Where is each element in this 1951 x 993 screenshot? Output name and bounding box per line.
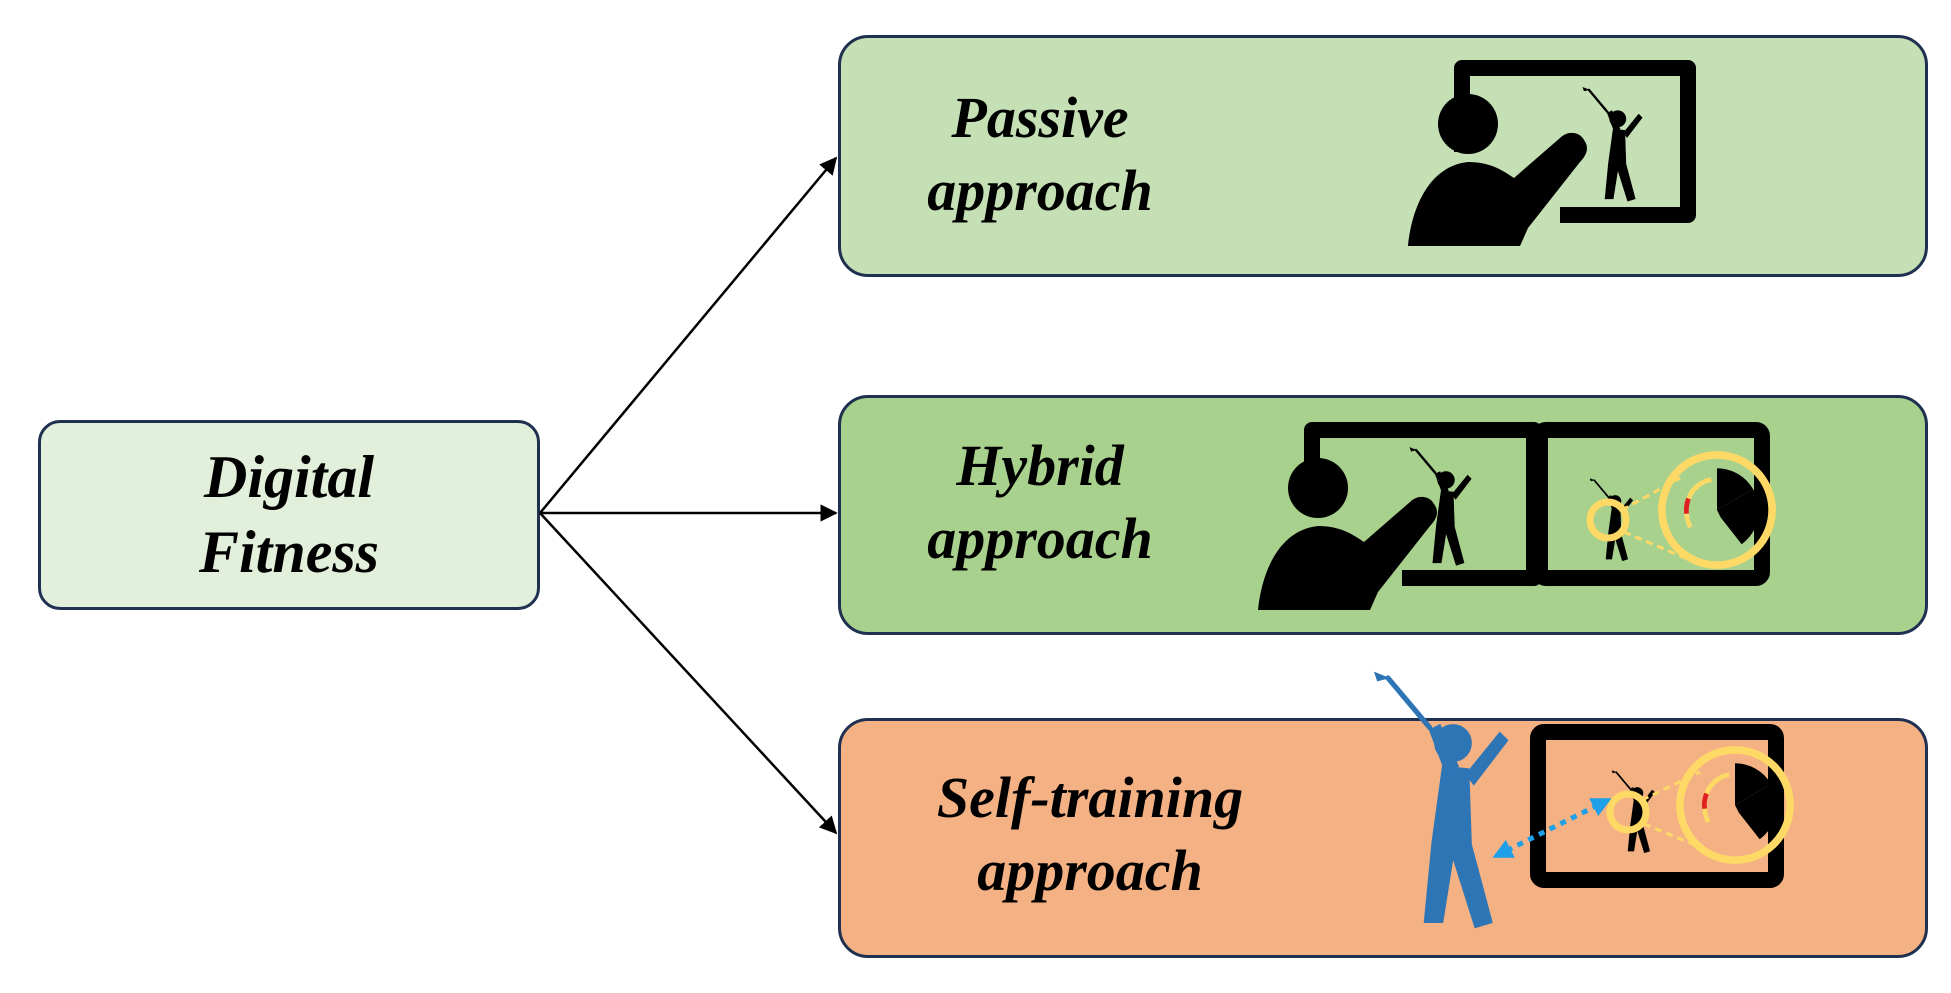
hybrid-approach-label: Hybrid approach xyxy=(880,430,1200,575)
arrow-to-passive xyxy=(539,156,838,514)
arrow-to-self-training xyxy=(539,512,838,835)
self-training-approach-box xyxy=(838,718,1928,958)
self-training-line1: Self-training xyxy=(936,765,1244,830)
passive-line2: approach xyxy=(927,157,1153,223)
passive-approach-box xyxy=(838,35,1928,277)
hybrid-line2: approach xyxy=(927,505,1153,571)
hybrid-screen-icon xyxy=(1258,422,1772,610)
digital-fitness-box xyxy=(38,420,540,610)
passive-approach-label: Passive approach xyxy=(880,82,1200,227)
digital-fitness-label: Digital Fitness xyxy=(38,440,540,590)
self-training-line2: approach xyxy=(977,837,1203,903)
digital-fitness-line1: Digital xyxy=(203,444,374,510)
hybrid-line1: Hybrid xyxy=(956,433,1124,498)
digital-fitness-line2: Fitness xyxy=(198,519,380,585)
passive-screen-icon xyxy=(1408,60,1696,246)
self-training-icon xyxy=(1375,673,1790,928)
self-training-approach-label: Self-training approach xyxy=(880,762,1300,907)
passive-line1: Passive xyxy=(951,85,1129,150)
feedback-dotted-arrow xyxy=(1492,797,1612,859)
